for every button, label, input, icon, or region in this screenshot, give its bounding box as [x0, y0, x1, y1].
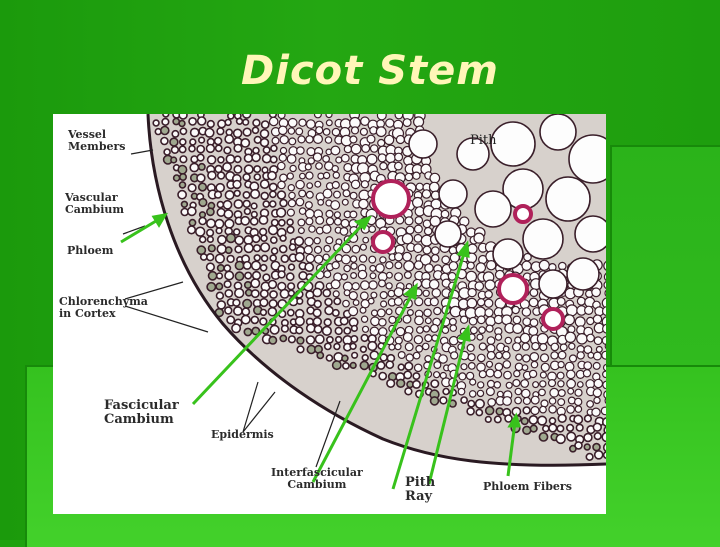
- label-phloem: Phloem: [67, 244, 114, 257]
- label-vascular-cambium: Vascular Cambium: [65, 191, 125, 216]
- label-interfascicular-cambium: Interfascicular Cambium: [271, 466, 363, 491]
- slide-title: Dicot Stem: [241, 48, 499, 94]
- label-epidermis: Epidermis: [211, 428, 274, 441]
- label-pith: Pith: [470, 133, 497, 148]
- micrograph-figure: Vessel Members Vascular Cambium Phloem C…: [53, 114, 606, 514]
- label-chlorenchyma: Chlorenchyma in Cortex: [59, 295, 148, 320]
- stem-cross-section-image: [53, 114, 606, 514]
- label-pith-ray: Pith Ray: [405, 475, 436, 504]
- label-fascicular-cambium: Fascicular Cambium: [104, 398, 179, 427]
- label-phloem-fibers: Phloem Fibers: [483, 480, 572, 493]
- label-vessel-members: Vessel Members: [68, 128, 126, 153]
